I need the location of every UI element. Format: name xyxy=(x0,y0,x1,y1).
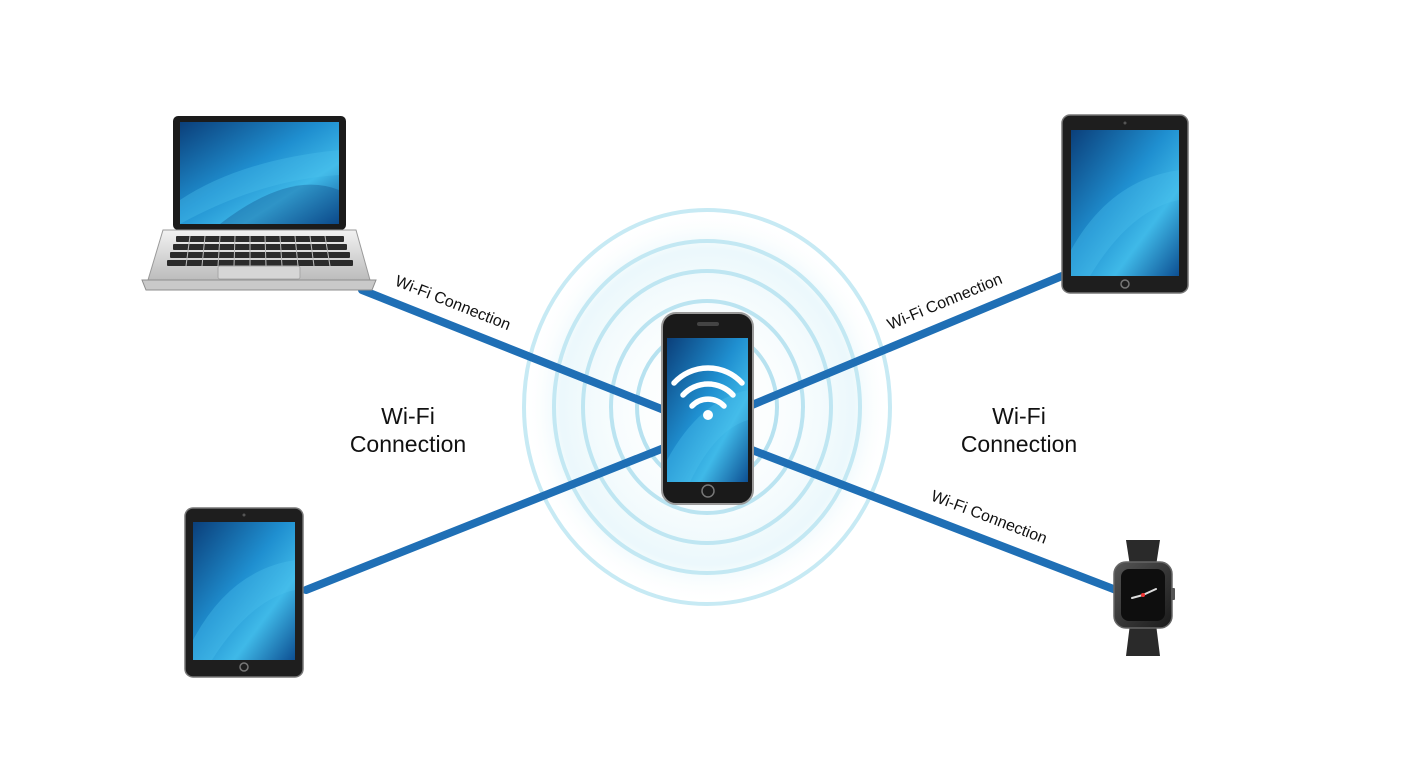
side-label-left: Wi-Fi Connection xyxy=(308,402,508,458)
wifi-icon xyxy=(671,365,745,420)
laptop-icon xyxy=(141,116,377,291)
signal-ring xyxy=(581,269,833,545)
connection-line-laptop xyxy=(358,286,668,414)
side-label-right-line2: Connection xyxy=(960,431,1078,457)
connection-lines xyxy=(302,272,1120,594)
side-label-left-line1: Wi-Fi xyxy=(381,403,435,429)
signal-ring xyxy=(609,299,805,515)
tablet-icon xyxy=(184,507,304,678)
smartwatch-icon xyxy=(1113,540,1175,656)
tablet-icon xyxy=(1061,114,1189,294)
signal-ring xyxy=(522,208,892,606)
connection-line-smartwatch xyxy=(748,446,1120,594)
signal-ring xyxy=(552,239,862,575)
smartphone-hub xyxy=(661,312,754,505)
side-label-right-line1: Wi-Fi xyxy=(992,403,1046,429)
side-label-left-line2: Connection xyxy=(349,431,467,457)
side-label-right: Wi-Fi Connection xyxy=(919,402,1119,458)
connection-line-tablet-bottom-left xyxy=(302,444,668,594)
connection-line-tablet-top-right xyxy=(748,272,1066,409)
